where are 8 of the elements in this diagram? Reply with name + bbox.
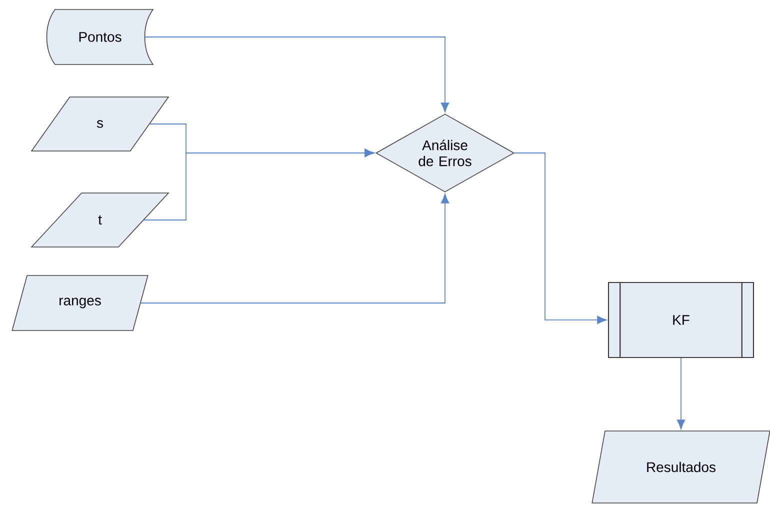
input-parallelogram: ranges xyxy=(12,275,148,331)
output-parallelogram: Resultados xyxy=(592,430,770,504)
arrow xyxy=(140,194,450,304)
arrow xyxy=(676,357,686,430)
process-box: KF xyxy=(608,282,754,358)
arrow xyxy=(144,36,450,112)
arrow xyxy=(144,148,374,220)
arrow xyxy=(514,152,607,324)
